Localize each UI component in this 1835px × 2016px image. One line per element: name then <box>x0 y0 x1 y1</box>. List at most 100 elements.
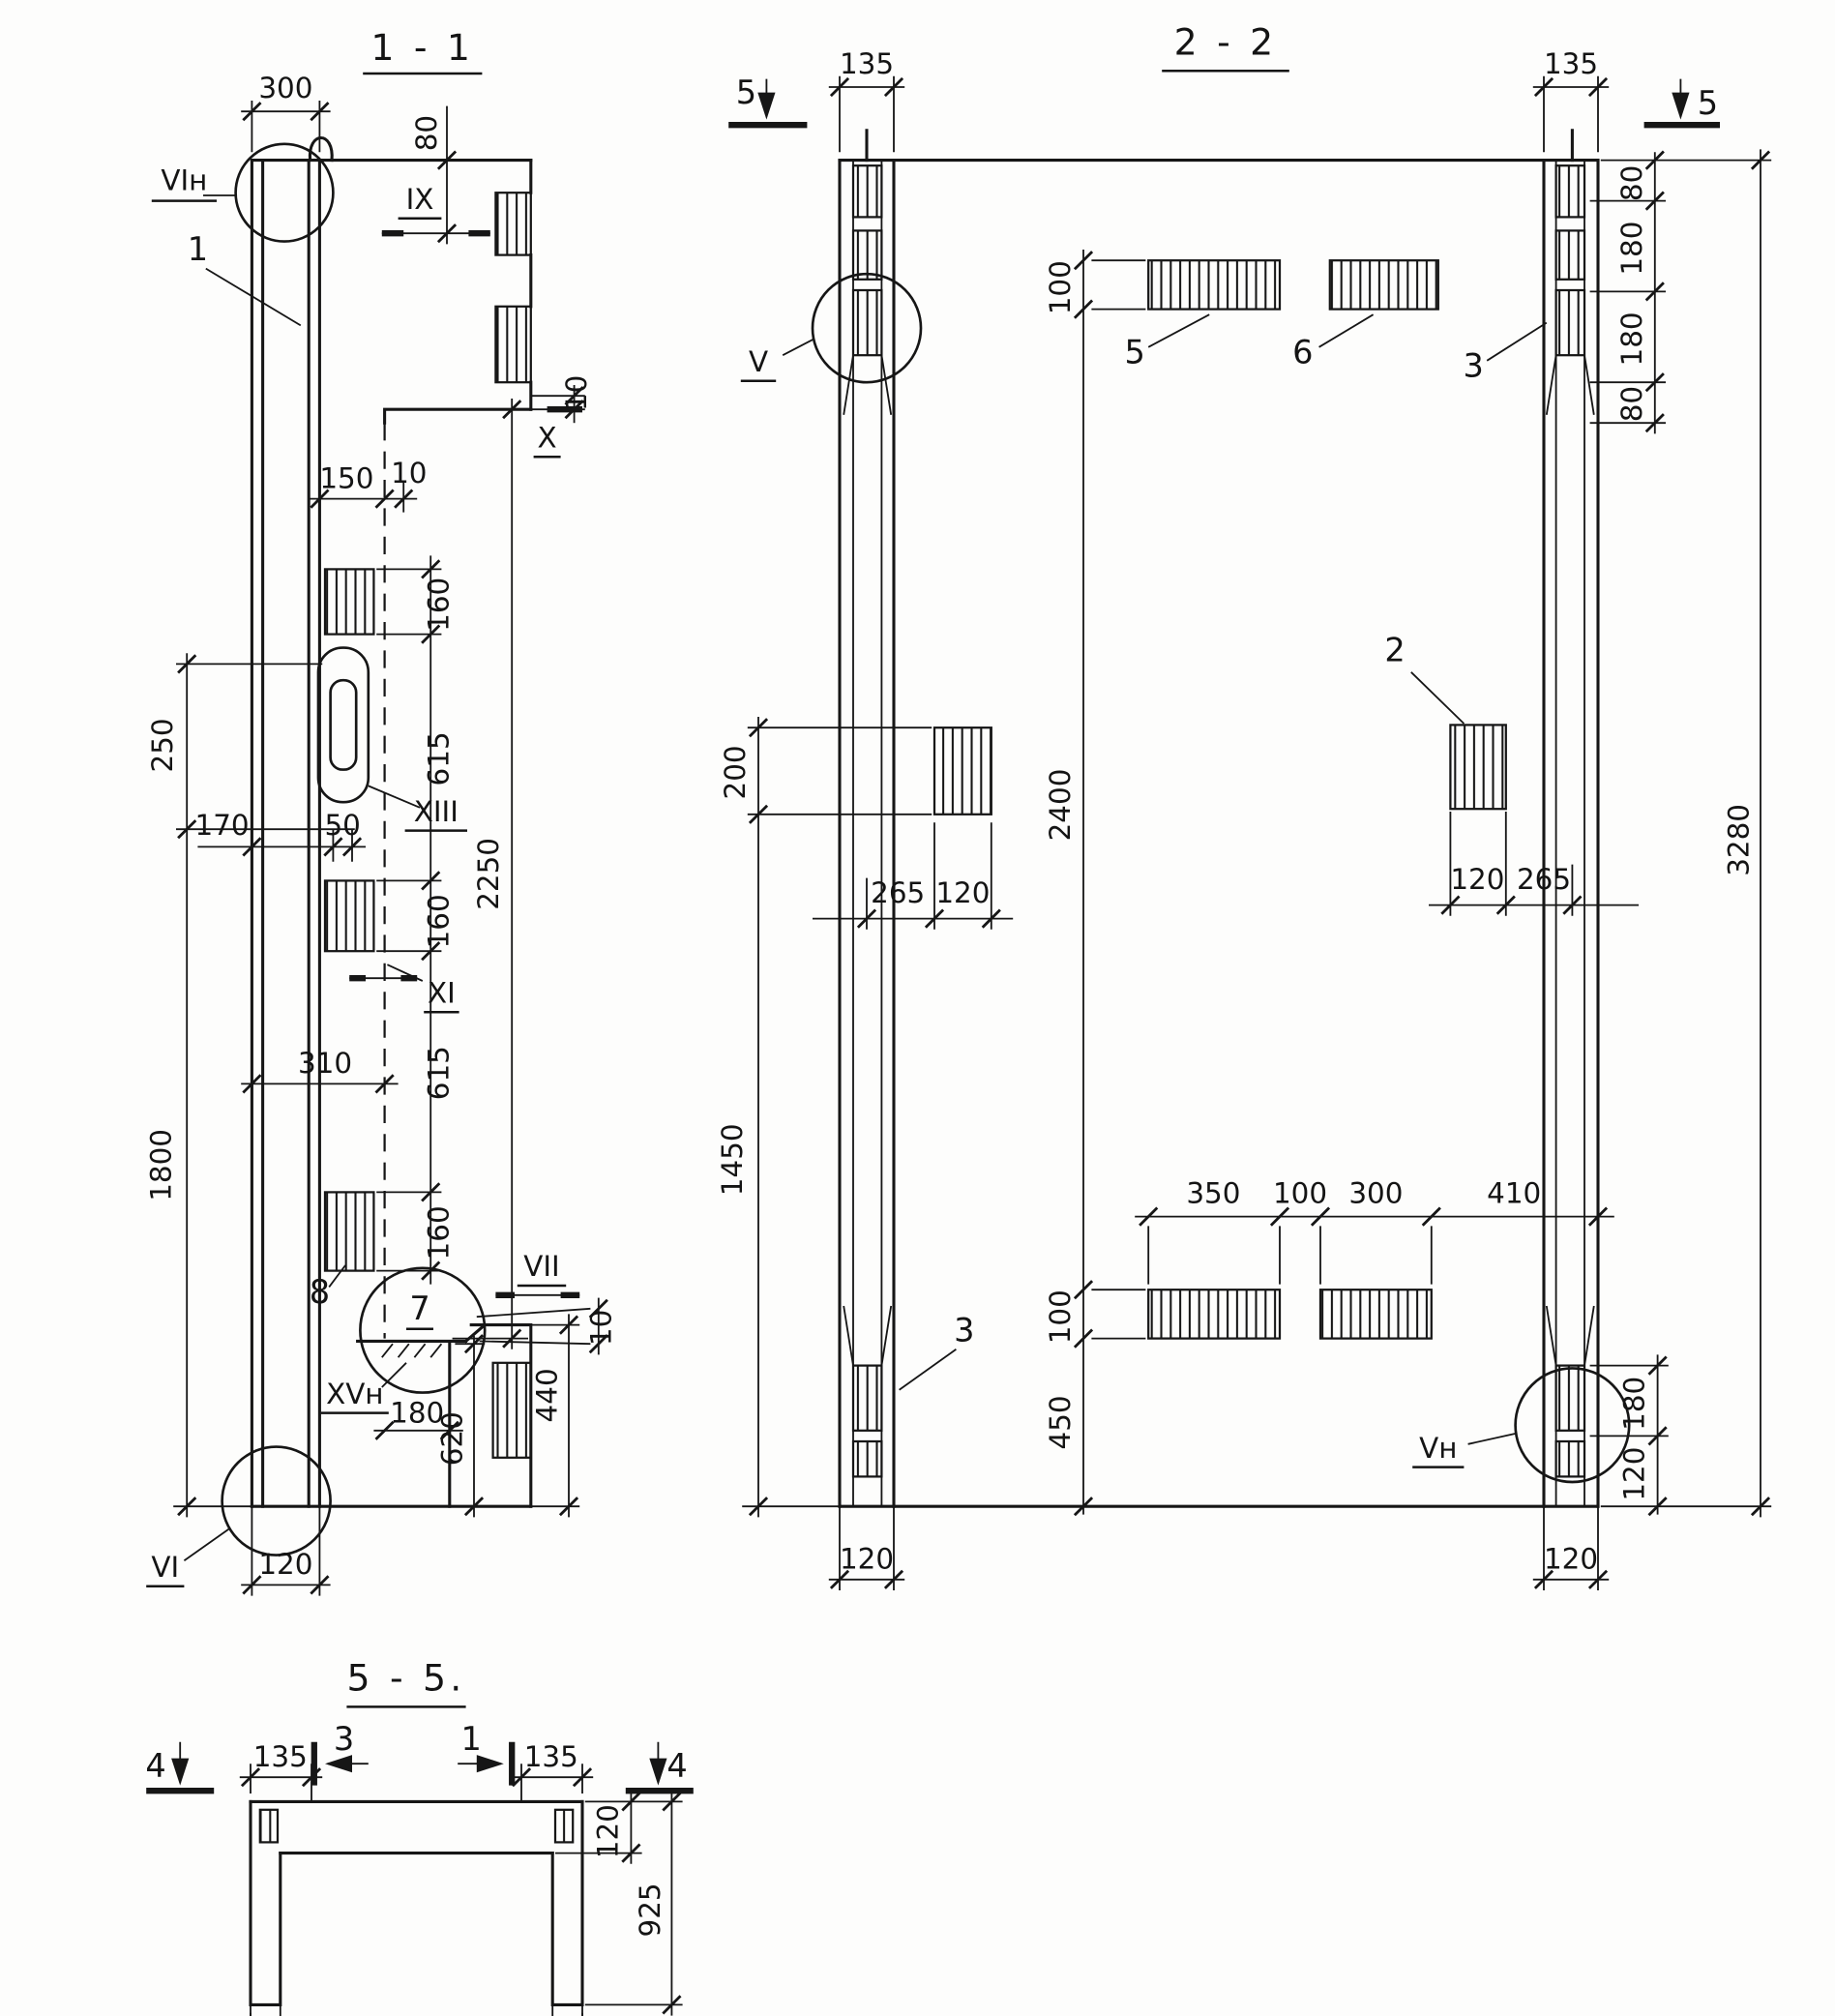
dim-450: 450 <box>1044 1395 1077 1449</box>
leader-callout-3-bottom <box>899 1349 957 1391</box>
embed-plate-bot-2 <box>1318 1289 1433 1340</box>
dim-150: 150 <box>319 461 373 494</box>
dim-100-bottom: 100 <box>1044 1290 1077 1344</box>
label-v-n: Vн <box>1419 1432 1457 1465</box>
dim-160-a: 160 <box>422 578 455 632</box>
dim-300: 300 <box>1348 1177 1403 1210</box>
keyway-bottom <box>491 1361 532 1459</box>
embed-plate-1 <box>323 568 375 636</box>
dim-310: 310 <box>298 1047 352 1080</box>
callout-1: 1 <box>188 230 208 268</box>
dim-120-bottom-right: 120 <box>1618 1447 1651 1501</box>
dim-135-left: 135 <box>253 1740 308 1773</box>
dim-180: 180 <box>390 1396 444 1429</box>
callout-6: 6 <box>1292 334 1313 371</box>
dim-10-bottom: 10 <box>584 1310 617 1346</box>
dim-160-c: 160 <box>422 1205 455 1260</box>
dim-120-bottom-right-strip: 120 <box>1544 1543 1598 1576</box>
dim-180-b: 180 <box>1615 311 1648 366</box>
callout-7: 7 <box>409 1290 429 1327</box>
mark-5-right: 5 <box>1698 84 1718 122</box>
dim-80-b: 80 <box>1615 386 1648 422</box>
label-vi-n: VIн <box>161 163 207 196</box>
section-title-5-5: 5 - 5. <box>347 1657 466 1700</box>
leader-vi <box>183 1527 231 1561</box>
label-xiii: XIII <box>414 795 459 828</box>
dim-1800: 1800 <box>144 1129 177 1201</box>
leader-v <box>782 338 814 357</box>
leader-callout-6 <box>1318 313 1375 348</box>
leader-callout-2 <box>1410 671 1465 725</box>
detail-circle-7 <box>359 1266 487 1394</box>
weld-hatching <box>381 1343 443 1358</box>
callout-5: 5 <box>1125 334 1145 371</box>
embed-plate-mid-right <box>1449 724 1507 811</box>
leader-callout-5 <box>1147 313 1210 348</box>
callout-8: 8 <box>310 1273 330 1311</box>
leader-callout-8 <box>328 1264 346 1288</box>
label-ix: IX <box>406 183 434 216</box>
section-1-1-dimensions <box>173 101 609 1596</box>
label-vi: VI <box>151 1551 179 1584</box>
leader-xiii <box>368 785 421 809</box>
dim-615-a: 615 <box>422 731 455 786</box>
dim-120-bottom-right: 120 <box>590 2011 644 2016</box>
callout-3-top: 3 <box>1464 347 1484 385</box>
mark-4-right: 4 <box>666 1747 687 1785</box>
dim-300: 300 <box>258 72 312 104</box>
dim-135-right: 135 <box>524 1740 578 1773</box>
dim-2400: 2400 <box>1044 769 1077 842</box>
dim-120-bottom-left-strip: 120 <box>840 1543 894 1576</box>
section-2-2-dimensions <box>728 75 1772 1590</box>
dim-180-a: 180 <box>1615 222 1648 276</box>
dim-620: 620 <box>435 1411 468 1466</box>
dim-135-left: 135 <box>840 47 894 80</box>
mark-1-top: 1 <box>461 1720 482 1758</box>
dim-180-bottom-right: 180 <box>1618 1377 1651 1431</box>
leader-v-n <box>1467 1432 1518 1445</box>
axis-marks <box>865 129 1574 163</box>
section-5-5-dimensions <box>146 1741 694 2016</box>
dim-265-left: 265 <box>871 876 925 909</box>
section-2-2-texts: 5 135 135 5 80 180 180 80 3280 100 5 6 3… <box>716 47 1755 1576</box>
dim-3280: 3280 <box>1722 804 1755 876</box>
dim-410: 410 <box>1487 1177 1541 1210</box>
section-5-5-outline <box>249 1799 584 2006</box>
label-v: V <box>749 345 768 378</box>
keyway-top-2 <box>494 305 532 384</box>
dim-120-left-mid: 120 <box>935 876 990 909</box>
detail-circle-vin <box>234 142 335 243</box>
embed-plate-top-2 <box>1328 259 1439 311</box>
dim-80: 80 <box>410 115 443 151</box>
detail-circle-v <box>811 272 923 384</box>
dim-50: 50 <box>324 809 360 842</box>
detail-circle-vi <box>221 1445 332 1556</box>
callout-3-bottom: 3 <box>954 1311 974 1349</box>
dim-615-b: 615 <box>422 1046 455 1100</box>
dim-10-top: 10 <box>560 375 593 411</box>
dim-80-a: 80 <box>1615 165 1648 201</box>
embed-plate-3 <box>323 1191 375 1272</box>
label-xi: XI <box>428 976 456 1009</box>
mark-3-top: 3 <box>334 1720 354 1758</box>
dim-1450: 1450 <box>716 1123 749 1196</box>
slot-inner <box>329 678 358 771</box>
dim-120-right-mid: 120 <box>1450 863 1504 896</box>
embed-plate-mid-left <box>932 726 992 815</box>
callout-2: 2 <box>1384 632 1405 669</box>
dim-10-mid: 10 <box>391 457 427 489</box>
section-title-1-1: 1 - 1 <box>370 26 474 69</box>
label-vii: VII <box>523 1250 559 1283</box>
dim-925: 925 <box>634 1883 666 1937</box>
leader-xi <box>387 964 424 982</box>
dim-120-bottom-left: 120 <box>190 2011 244 2016</box>
bottom-rib <box>356 1322 533 1508</box>
section-5-5: 5 - 5. <box>145 1657 694 2016</box>
slot-outer <box>316 646 370 804</box>
section-title-2-2: 2 - 2 <box>1174 20 1278 63</box>
embed-plate-bot-1 <box>1147 1289 1282 1340</box>
dim-200: 200 <box>719 745 752 799</box>
dim-120-web: 120 <box>591 1804 624 1858</box>
section-2-2-outline <box>811 129 1631 1508</box>
